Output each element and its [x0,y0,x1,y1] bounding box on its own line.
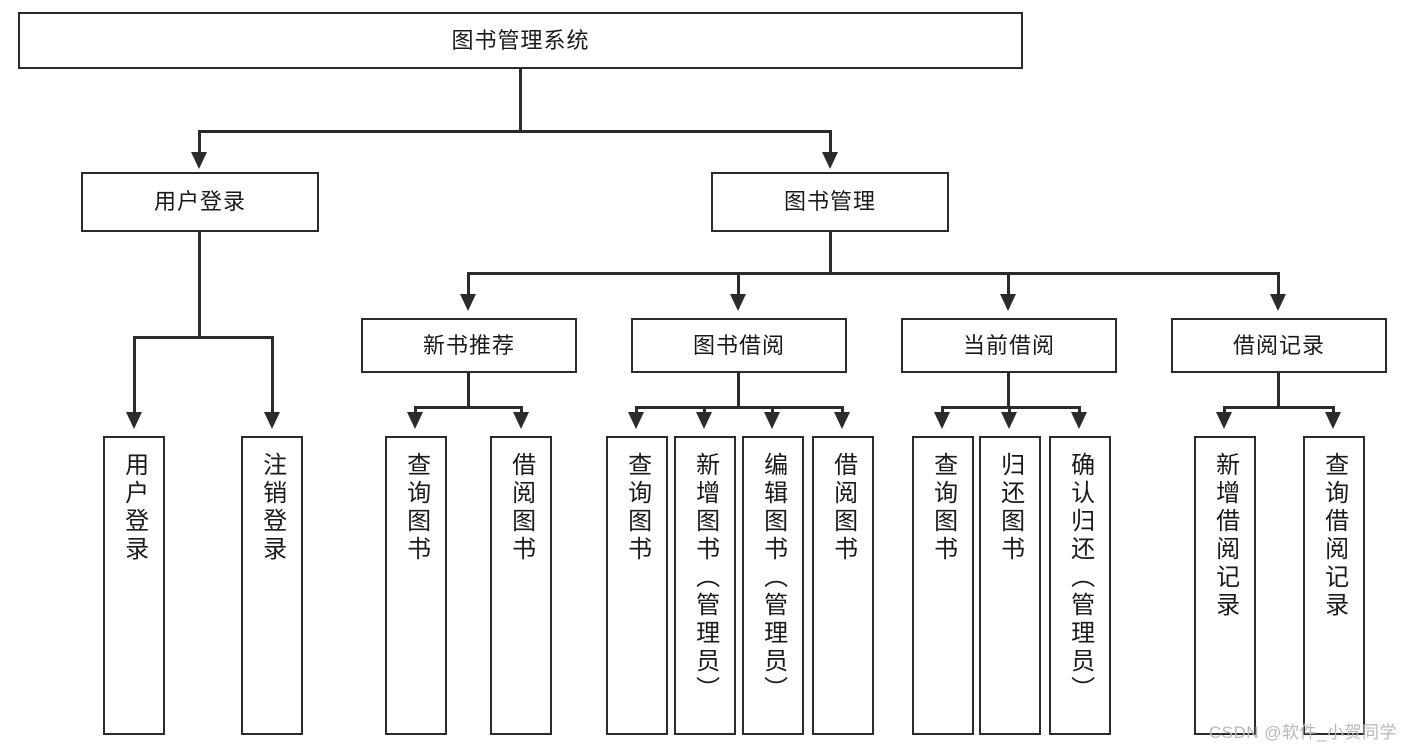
connector-drop-br-leaf-2 [1332,406,1335,416]
connector-drop-new-book [467,272,470,298]
node-label: 查询图书 [402,452,430,564]
leaf-confirm-return-admin[interactable]: 确认归还（管理员） [1049,436,1111,735]
connector-drop-leaf-logout [271,336,274,416]
arrowhead-cb-leaf-2 [1001,412,1017,429]
leaf-return-book[interactable]: 归还图书 [979,436,1041,735]
arrowhead-leaf-logout [264,412,280,429]
connector-drop-cb-leaf-2 [1008,406,1011,416]
connector-new-book-stem [467,373,470,408]
leaf-add-borrow-record[interactable]: 新增借阅记录 [1194,436,1256,735]
node-label: 查询图书 [623,452,651,564]
node-label: 图书管理系统 [451,27,590,53]
connector-drop-br-leaf-1 [1223,406,1226,416]
arrowhead-nb-leaf-1 [407,412,423,429]
connector-drop-cb-leaf-3 [1078,406,1081,416]
arrowhead-cb-leaf-1 [934,412,950,429]
connector-drop-bb-leaf-4 [841,406,844,416]
leaf-add-book-admin[interactable]: 新增图书（管理员） [674,436,736,735]
node-label: 借阅记录 [1232,332,1325,358]
connector-current-borrow-stem [1007,373,1010,408]
connector-user-login-stem [198,232,201,338]
leaf-borrow-book-recommend[interactable]: 借阅图书 [490,436,552,735]
connector-root-stem [519,69,522,132]
connector-drop-bb-leaf-2 [703,406,706,416]
arrowhead-current-borrow [1000,294,1016,311]
arrowhead-bb-leaf-3 [764,412,780,429]
node-root-system[interactable]: 图书管理系统 [18,12,1023,69]
node-book-management[interactable]: 图书管理 [711,172,949,232]
leaf-edit-book-admin[interactable]: 编辑图书（管理员） [742,436,804,735]
node-borrow-record[interactable]: 借阅记录 [1171,318,1387,373]
node-current-borrow[interactable]: 当前借阅 [901,318,1117,373]
leaf-query-book-current[interactable]: 查询图书 [912,436,974,735]
leaf-query-book-recommend[interactable]: 查询图书 [385,436,447,735]
node-new-book-recommend[interactable]: 新书推荐 [361,318,577,373]
arrowhead-bb-leaf-4 [834,412,850,429]
connector-borrow-book-bus [635,406,844,409]
node-label: 确认归还（管理员） [1066,452,1094,704]
node-label: 用户登录 [120,452,148,564]
node-label: 借阅图书 [829,452,857,564]
node-label: 编辑图书（管理员） [759,452,787,704]
connector-drop-leaf-user-login [133,336,136,416]
leaf-borrow-book[interactable]: 借阅图书 [812,436,874,735]
connector-drop-book-mgmt [829,130,832,156]
leaf-query-borrow-record[interactable]: 查询借阅记录 [1303,436,1365,735]
node-label: 查询图书 [929,452,957,564]
connector-borrow-book-stem [737,373,740,408]
connector-drop-borrow-record [1277,272,1280,298]
node-label: 注销登录 [258,452,286,564]
connector-drop-nb-leaf-2 [520,406,523,416]
connector-drop-borrow-book [737,272,740,298]
connector-drop-bb-leaf-3 [771,406,774,416]
leaf-logout[interactable]: 注销登录 [241,436,303,735]
arrowhead-user-login [191,152,207,169]
node-user-login[interactable]: 用户登录 [81,172,319,232]
arrowhead-cb-leaf-3 [1071,412,1087,429]
arrowhead-br-leaf-1 [1216,412,1232,429]
node-label: 新增图书（管理员） [691,452,719,704]
node-label: 新增借阅记录 [1211,452,1239,620]
arrowhead-borrow-record [1270,294,1286,311]
node-label: 借阅图书 [507,452,535,564]
connector-book-mgmt-stem [829,232,832,274]
node-label: 当前借阅 [962,332,1055,358]
connector-drop-current-borrow [1007,272,1010,298]
connector-level2-bus [467,272,1277,275]
arrowhead-book-mgmt [822,152,838,169]
connector-drop-nb-leaf-1 [414,406,417,416]
connector-borrow-record-bus [1223,406,1335,409]
watermark-text: CSDN @软件_小贺同学 [1208,723,1397,742]
connector-drop-cb-leaf-1 [941,406,944,416]
arrowhead-leaf-user-login [126,412,142,429]
connector-current-borrow-bus [941,406,1081,409]
node-label: 图书借阅 [692,332,785,358]
leaf-user-login[interactable]: 用户登录 [103,436,165,735]
connector-drop-user-login [198,130,201,156]
arrowhead-bb-leaf-2 [696,412,712,429]
node-label: 图书管理 [783,189,876,215]
connector-borrow-record-stem [1277,373,1280,408]
node-label: 用户登录 [153,189,246,215]
arrowhead-br-leaf-2 [1325,412,1341,429]
node-book-borrow[interactable]: 图书借阅 [631,318,847,373]
connector-level1-bus [198,130,832,133]
connector-drop-bb-leaf-1 [635,406,638,416]
node-label: 归还图书 [996,452,1024,564]
arrowhead-borrow-book [730,294,746,311]
arrowhead-bb-leaf-1 [628,412,644,429]
connector-user-login-bus [133,336,274,339]
connector-new-book-bus [414,406,523,409]
node-label: 新书推荐 [422,332,515,358]
arrowhead-nb-leaf-2 [513,412,529,429]
node-label: 查询借阅记录 [1320,452,1348,620]
leaf-query-book-borrow[interactable]: 查询图书 [606,436,668,735]
arrowhead-new-book [460,294,476,311]
